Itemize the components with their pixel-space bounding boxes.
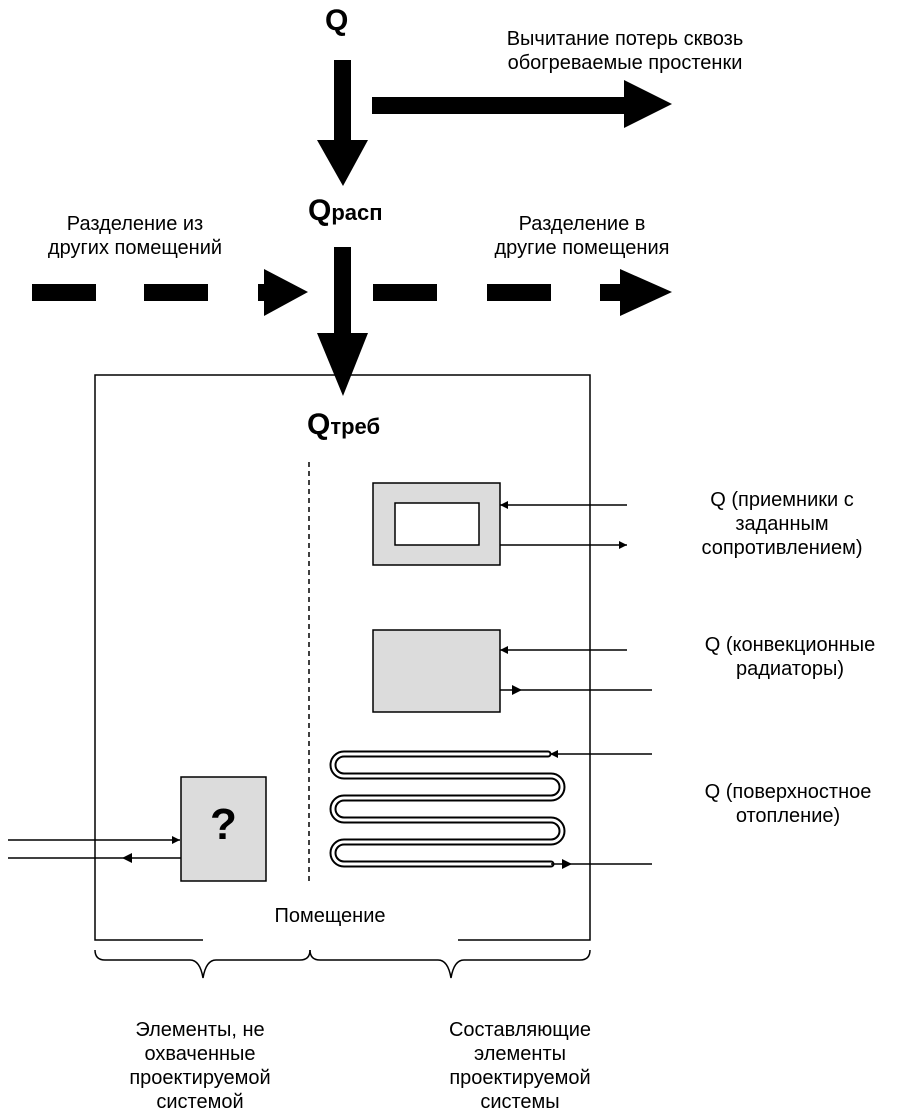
unknown-element-mark: ?: [210, 800, 237, 849]
left-group-label: Элементы, не охваченные проектируемой си…: [80, 1018, 320, 1114]
q-distribution-label: Qрасп: [308, 194, 383, 230]
left-brace: [94, 949, 311, 979]
arrow-qrasp-to-room: [317, 247, 368, 396]
to-other-rooms-label: Разделение в другие помещения: [472, 212, 692, 260]
left-group-line-4: системой: [156, 1091, 244, 1113]
emitter-label-fixed-resistance: Q (приемники с заданным сопротивлением): [672, 488, 892, 560]
from-other-rooms-label: Разделение из других помещений: [20, 212, 250, 260]
right-group-line-3: проектируемой: [449, 1067, 591, 1089]
to-other-rooms-line-1: Разделение в: [518, 213, 646, 235]
left-group-line-2: охваченные: [144, 1043, 256, 1065]
right-group-line-4: системы: [480, 1091, 560, 1113]
right-group-line-2: элементы: [473, 1043, 566, 1065]
heat-input-q: Q: [325, 4, 349, 37]
loss-label-line-2: обогреваемые простенки: [507, 52, 743, 74]
right-brace: [309, 949, 591, 979]
emitter-fixed-resistance: [372, 482, 627, 566]
q-distribution-main: Q: [308, 194, 332, 227]
q-required-main: Q: [307, 408, 331, 441]
emitter-label-surface: Q (поверхностное отопление): [678, 780, 898, 828]
arrow-to-other-rooms: [373, 269, 672, 316]
right-group-line-1: Составляющие: [448, 1019, 592, 1041]
arrow-loss: [372, 80, 672, 128]
room-box: [94, 374, 591, 942]
q-required-sub: треб: [330, 414, 381, 439]
left-group-line-1: Элементы, не: [135, 1019, 265, 1041]
q-distribution-sub: расп: [331, 200, 383, 225]
emitter-label-line: отопление): [735, 805, 841, 827]
emitter-label-line: Q (поверхностное: [704, 781, 872, 803]
unknown-element-box: [8, 776, 267, 882]
to-other-rooms-line-2: другие помещения: [494, 237, 670, 259]
left-group-line-3: проектируемой: [129, 1067, 271, 1089]
q-required-label: Qтреб: [307, 408, 380, 444]
loss-label: Вычитание потерь сквозь обогреваемые про…: [455, 27, 795, 75]
right-group-label: Составляющие элементы проектируемой сист…: [400, 1018, 640, 1114]
emitter-label-line: Q (конвекционные: [704, 634, 876, 656]
arrow-q-to-qrasp: [317, 60, 368, 186]
emitter-label-line: Q (приемники с: [710, 489, 854, 511]
arrow-from-other-rooms: [32, 269, 308, 316]
room-label: Помещение: [274, 905, 386, 927]
from-other-rooms-line-2: других помещений: [47, 237, 223, 259]
emitter-label-line: сопротивлением): [701, 537, 863, 559]
loss-label-line-1: Вычитание потерь сквозь: [506, 28, 744, 50]
emitter-label-line: радиаторы): [736, 658, 844, 680]
emitter-label-convection: Q (конвекционные радиаторы): [680, 633, 900, 681]
emitter-label-line: заданным: [735, 513, 829, 535]
emitter-surface-heating: [329, 750, 652, 869]
from-other-rooms-line-1: Разделение из: [66, 213, 204, 235]
emitter-convection-radiator: [372, 629, 652, 713]
